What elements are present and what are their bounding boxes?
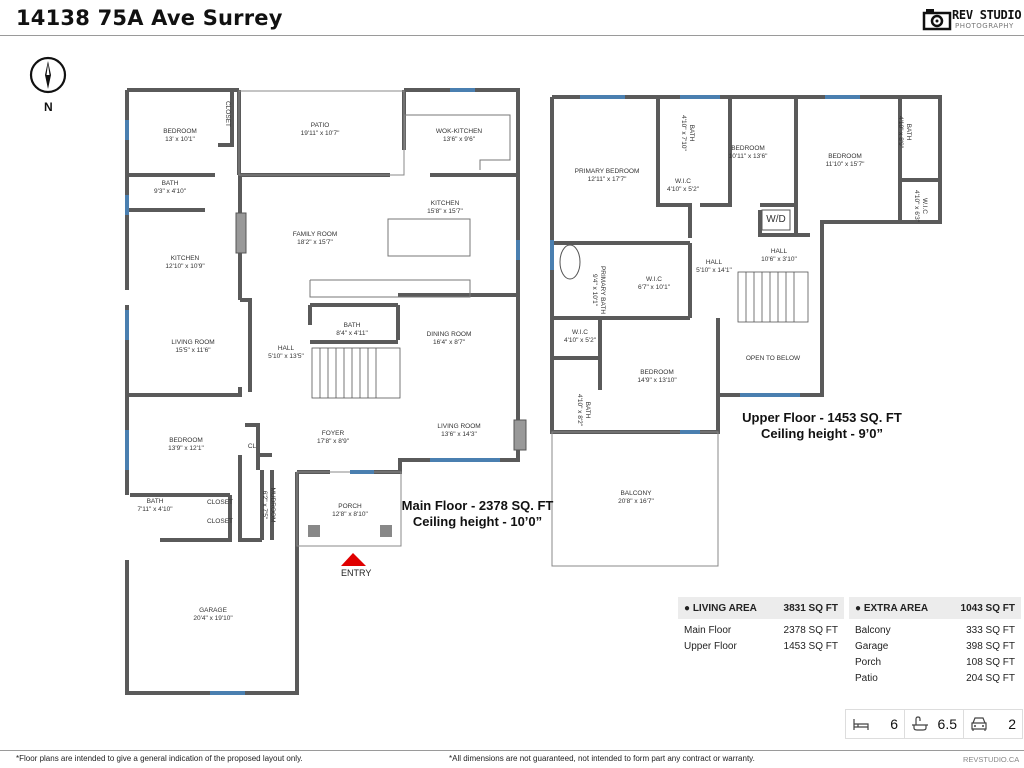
bedrooms-count: 6 — [846, 710, 905, 738]
room-label: CL — [247, 443, 257, 450]
property-counts: 6 6.5 2 — [845, 709, 1023, 739]
living-area-header: ● LIVING AREA 3831 SQ FT — [678, 597, 844, 619]
bathrooms-count: 6.5 — [905, 710, 964, 738]
footer-disclaimer-left: *Floor plans are intended to give a gene… — [16, 754, 303, 763]
header-divider — [0, 35, 1024, 36]
extra-area-header: ● EXTRA AREA 1043 SQ FT — [849, 597, 1021, 619]
footer-divider — [0, 750, 1024, 751]
main-floor-summary: Main Floor - 2378 SQ. FT Ceiling height … — [401, 498, 554, 529]
car-icon — [971, 717, 987, 731]
logo-name: REV STUDIO — [952, 8, 1022, 22]
camera-icon — [922, 9, 952, 31]
upper-floor-summary: Upper Floor - 1453 SQ. FT Ceiling height… — [742, 410, 902, 441]
logo-subtitle: PHOTOGRAPHY — [955, 22, 1014, 30]
footer-website: REVSTUDIO.CA — [963, 755, 1020, 764]
room-label: W/D — [766, 214, 786, 225]
room-label: CLOSET — [206, 499, 234, 506]
footer-disclaimer-middle: *All dimensions are not guaranteed, not … — [449, 754, 755, 763]
compass-north-icon — [29, 56, 67, 94]
compass-label: N — [44, 100, 53, 114]
parking-count: 2 — [964, 710, 1022, 738]
bathtub-icon — [912, 716, 928, 731]
entry-label: ENTRY — [341, 568, 372, 578]
bed-icon — [853, 719, 869, 730]
entry-arrow-icon — [341, 553, 366, 566]
room-label: CLOSET — [224, 100, 231, 128]
page-title: 14138 75A Ave Surrey — [16, 6, 283, 30]
room-label: CLOSET — [206, 518, 234, 525]
room-label: OPEN TO BELOW — [745, 355, 801, 362]
